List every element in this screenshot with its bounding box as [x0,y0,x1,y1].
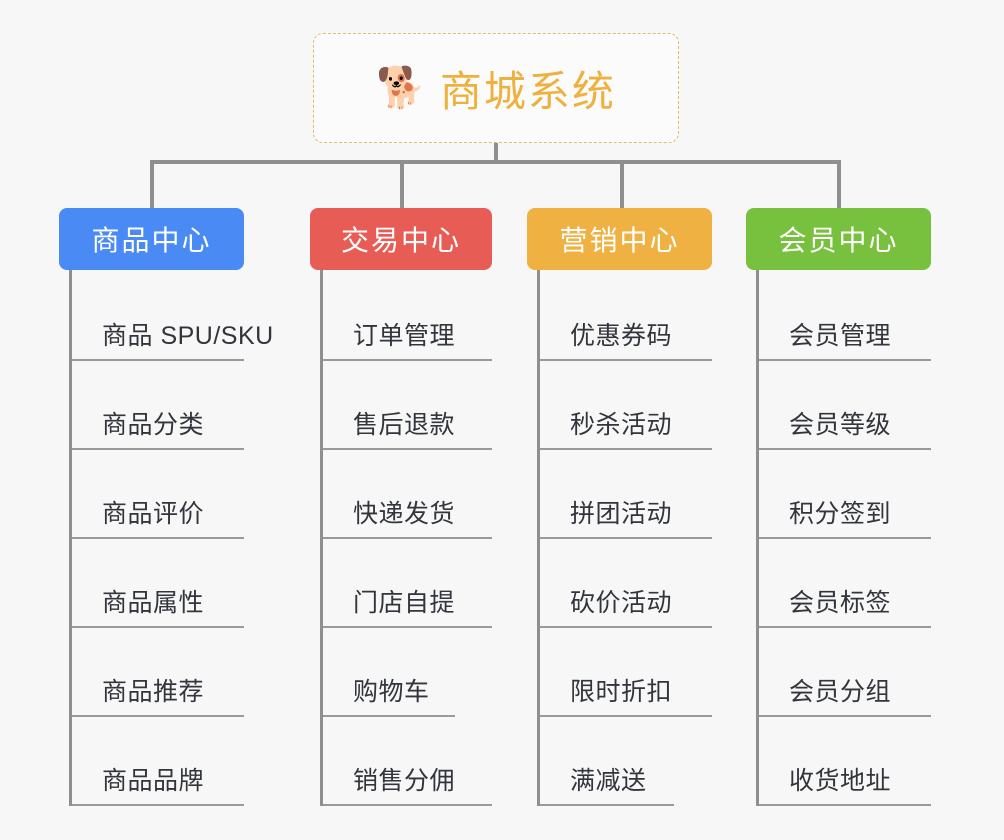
list-item[interactable]: 会员标签 [759,539,931,628]
root-node[interactable]: 🐕 商城系统 [313,33,679,143]
list-item[interactable]: 商品评价 [72,450,244,539]
connector-drop-2 [400,160,404,210]
branch-items-member-center: 会员管理 会员等级 积分签到 会员标签 会员分组 收货地址 [756,270,931,806]
leaf-label: 商品属性 [72,583,244,628]
branch-header-product-center[interactable]: 商品中心 [59,208,244,270]
branch-items-product-center: 商品 SPU/SKU 商品分类 商品评价 商品属性 商品推荐 商品品牌 [69,270,273,806]
branch-marketing-center: 营销中心 优惠券码 秒杀活动 拼团活动 砍价活动 限时折扣 满减送 [527,208,712,806]
leaf-label: 会员等级 [759,405,931,450]
leaf-label: 秒杀活动 [540,405,712,450]
leaf-label: 销售分佣 [323,761,492,806]
leaf-label: 优惠券码 [540,316,712,361]
list-item[interactable]: 商品 SPU/SKU [72,272,273,361]
leaf-label: 收货地址 [759,761,931,806]
leaf-label: 会员分组 [759,672,931,717]
list-item[interactable]: 会员等级 [759,361,931,450]
leaf-label: 限时折扣 [540,672,712,717]
leaf-label: 砍价活动 [540,583,712,628]
list-item[interactable]: 商品属性 [72,539,244,628]
list-item[interactable]: 会员分组 [759,628,931,717]
leaf-label: 商品推荐 [72,672,244,717]
connector-drop-3 [620,160,624,210]
connector-drop-4 [837,160,841,210]
list-item[interactable]: 限时折扣 [540,628,712,717]
list-item[interactable]: 快递发货 [323,450,492,539]
branch-header-trade-center[interactable]: 交易中心 [310,208,492,270]
list-item[interactable]: 商品分类 [72,361,244,450]
list-item[interactable]: 秒杀活动 [540,361,712,450]
branch-member-center: 会员中心 会员管理 会员等级 积分签到 会员标签 会员分组 收货地址 [746,208,931,806]
branch-product-center: 商品中心 商品 SPU/SKU 商品分类 商品评价 商品属性 商品推荐 商品品牌 [59,208,273,806]
leaf-label: 快递发货 [323,494,492,539]
connector-drop-1 [150,160,154,210]
list-item[interactable]: 售后退款 [323,361,492,450]
branch-items-trade-center: 订单管理 售后退款 快递发货 门店自提 购物车 销售分佣 [320,270,492,806]
leaf-label: 满减送 [540,761,675,806]
leaf-label: 购物车 [323,672,455,717]
branch-items-marketing-center: 优惠券码 秒杀活动 拼团活动 砍价活动 限时折扣 满减送 [537,270,712,806]
leaf-label: 会员标签 [759,583,931,628]
list-item[interactable]: 拼团活动 [540,450,712,539]
leaf-label: 门店自提 [323,583,492,628]
leaf-label: 售后退款 [323,405,492,450]
list-item[interactable]: 积分签到 [759,450,931,539]
connector-horizontal-bus [150,160,841,164]
list-item[interactable]: 满减送 [540,717,712,806]
list-item[interactable]: 订单管理 [323,272,492,361]
list-item[interactable]: 会员管理 [759,272,931,361]
list-item[interactable]: 优惠券码 [540,272,712,361]
list-item[interactable]: 商品推荐 [72,628,244,717]
list-item[interactable]: 购物车 [323,628,492,717]
list-item[interactable]: 收货地址 [759,717,931,806]
list-item[interactable]: 销售分佣 [323,717,492,806]
leaf-label: 商品 SPU/SKU [72,316,273,361]
leaf-label: 拼团活动 [540,494,712,539]
leaf-label: 会员管理 [759,316,931,361]
list-item[interactable]: 商品品牌 [72,717,244,806]
leaf-label: 商品分类 [72,405,244,450]
shiba-dog-face-icon: 🐕 [376,66,426,110]
leaf-label: 积分签到 [759,494,931,539]
branch-trade-center: 交易中心 订单管理 售后退款 快递发货 门店自提 购物车 销售分佣 [310,208,492,806]
branch-header-member-center[interactable]: 会员中心 [746,208,931,270]
branch-header-marketing-center[interactable]: 营销中心 [527,208,712,270]
connector-root-stem [494,143,498,164]
list-item[interactable]: 门店自提 [323,539,492,628]
root-title: 商城系统 [439,67,616,115]
list-item[interactable]: 砍价活动 [540,539,712,628]
leaf-label: 商品评价 [72,494,244,539]
leaf-label: 商品品牌 [72,761,244,806]
leaf-label: 订单管理 [323,316,492,361]
